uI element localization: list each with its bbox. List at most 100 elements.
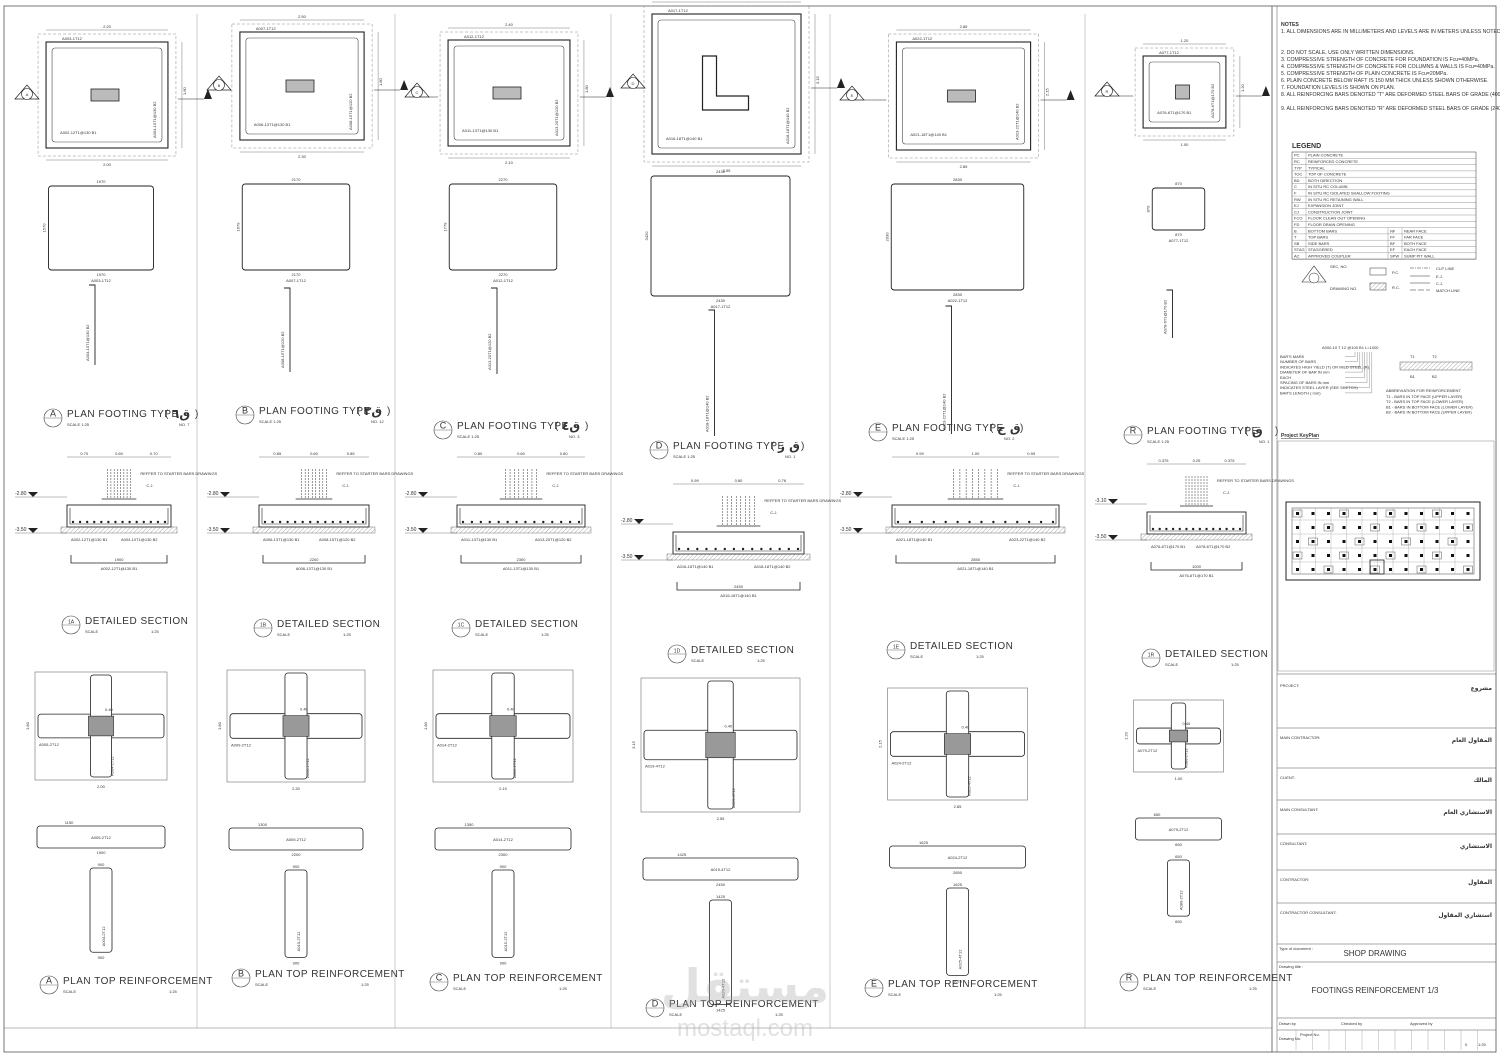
section-bar: A006-13T1@130 B1: [263, 537, 300, 542]
title-row-ar: المقاول العام: [1452, 737, 1492, 744]
cj-note: C.J.: [1223, 490, 1230, 495]
section-id: 1A: [68, 620, 75, 626]
title-row-ar: المالك: [1474, 777, 1492, 784]
level-bottom: -3.50: [840, 527, 852, 533]
type-letter: E: [875, 423, 881, 433]
plan-top-reinforcement-c: 0.401.802.10A014-2T12A015-2T121350A014-2…: [423, 669, 574, 965]
legend-desc: TOP BARS: [1308, 235, 1328, 240]
dim-side: 1.80: [378, 77, 383, 86]
legend-desc: FLOOR CLEAN OUT OPENING: [1308, 216, 1365, 221]
section-arrow-icon: [837, 78, 845, 88]
title-row-ar: استشاري المقاول: [1438, 912, 1492, 919]
mesh-bar: A007-1T12: [286, 278, 307, 283]
bar-label: A017-1T12: [668, 8, 689, 13]
title-row-en: MAIN CONTRACTOR:: [1280, 735, 1320, 740]
legend-abbr: AC: [1294, 254, 1300, 259]
top-bar-label: A015-2T12: [512, 757, 517, 778]
level-marker-icon: [418, 528, 428, 533]
scale-label: SCALE: [255, 982, 268, 987]
scale-label: SCALE: [277, 632, 290, 637]
bar-mark-line: BAR'S LENGTH ( mm): [1280, 390, 1321, 395]
section-arrow-icon: [400, 80, 409, 90]
section-bar-length: 2450: [734, 584, 744, 589]
dim-side: 1.80: [584, 84, 589, 93]
section-bar: A013-20T1@120 B2: [535, 537, 572, 542]
detailed-section-label: DETAILED SECTION: [85, 616, 188, 627]
plan-footing-label: PLAN FOOTING TYPE: [457, 421, 569, 432]
legend-symbol: C.J.: [1436, 281, 1443, 286]
abbr-item: B1 - BARS IN BOTTOM FACE (LOWER LAYER): [1386, 404, 1473, 409]
type-letter: A: [46, 976, 52, 986]
footing-count: NO. 1: [785, 454, 796, 459]
scale-value: 1:25: [151, 629, 160, 634]
plain-concrete-layer: [252, 526, 376, 534]
dim-bottom: 2.00: [103, 162, 112, 167]
refer-starter-note: REFFER TO STARTER BARS DRAWINGS: [336, 471, 413, 476]
section-dim: 0.60: [115, 451, 124, 456]
note-item: 8. ALL REINFORCING BARS DENOTED "T" ARE …: [1281, 92, 1500, 98]
type-letter: E: [871, 979, 877, 989]
note-item: 7. FOUNDATION LEVELS IS SHOWN ON PLAN.: [1281, 85, 1395, 91]
title-row-ar: المقاول: [1468, 879, 1492, 886]
mesh-dim: 1779: [442, 222, 447, 232]
legend-abbr: BF: [1390, 241, 1396, 246]
drawing-title-label: Drawing title :: [1279, 964, 1303, 969]
note-item: 6. PLAIN CONCRETE BELOW RAFT IS 150 MM T…: [1281, 78, 1489, 84]
bent-bar-label: A023-22T1@140 B2: [942, 393, 947, 430]
bent-bar-r: A078-6T1@170 B2: [1163, 289, 1173, 338]
mesh-dim: 1970: [97, 272, 107, 277]
legend-symbol: MATCH LINE: [1436, 288, 1460, 293]
legend-abbr: SPW: [1390, 254, 1399, 259]
top-bar-length: 900: [293, 864, 300, 869]
scale-value: 1:25: [775, 1012, 784, 1017]
drawing-no-label: DRAWING NO.: [1330, 286, 1357, 291]
dim-top: 2.20: [103, 24, 112, 29]
top-bar-label: A005-2T12: [39, 742, 60, 747]
revision: 0: [1465, 1042, 1468, 1047]
title-row-en: CONTRACTOR CONSULTANT:: [1280, 910, 1336, 915]
dim-side: 1.20: [1240, 83, 1245, 92]
abbr-item: T1 - BARS IN TOP FACE (UPPER LAYER): [1386, 394, 1463, 399]
bar-label: A012-1T12: [464, 34, 485, 39]
section-marker-label: D: [632, 81, 635, 86]
note-item: 4. COMPRESSIVE STRENGTH OF CONCRETE FOR …: [1281, 64, 1495, 70]
paren-open: (: [357, 406, 361, 417]
level-bottom: -3.50: [15, 527, 27, 533]
section-bar: A004-10T1@130 B2: [121, 537, 158, 542]
level-top: -2.80: [405, 491, 417, 497]
column-section: [943, 733, 971, 755]
mesh-bar: A012-1T12: [493, 278, 514, 283]
top-bar-length: 1350: [465, 822, 475, 827]
bar-label: A078-6T1@170 B2: [1210, 83, 1215, 118]
top-bar-length: 900: [98, 862, 105, 867]
footing-count: NO. 1: [1259, 439, 1270, 444]
keyplan-label: Project KeyPlan: [1281, 433, 1319, 439]
top-bar-length: 2200: [292, 852, 302, 857]
top-dim: 2.15: [878, 739, 883, 748]
refer-starter-note: REFFER TO STARTER BARS DRAWINGS: [140, 471, 217, 476]
section-bar-mark: A011-13T1@130 B1: [503, 566, 540, 571]
title-row-ar: الاستشاري العام: [1443, 809, 1492, 816]
bar-label: A003-1T12: [62, 36, 83, 41]
detailed-section-label: DETAILED SECTION: [1165, 649, 1268, 660]
level-marker-icon: [220, 492, 230, 497]
legend-desc: CONSTRUCTION JOINT: [1308, 209, 1353, 214]
section-dim: 0.70: [150, 451, 159, 456]
bar-label: A023-22T1@140 B2: [1015, 103, 1020, 140]
column-l-shape: [701, 55, 750, 111]
scale-label: SCALE: [475, 632, 488, 637]
mesh-dim: 3420: [644, 231, 649, 241]
top-bar-mark: A004-2T12: [101, 926, 106, 947]
type-letter: R: [1130, 426, 1137, 436]
mesh-dim: 1570: [42, 223, 47, 233]
legend-desc: TYPICAL: [1308, 165, 1325, 170]
dim-top: 2.85: [960, 24, 969, 29]
